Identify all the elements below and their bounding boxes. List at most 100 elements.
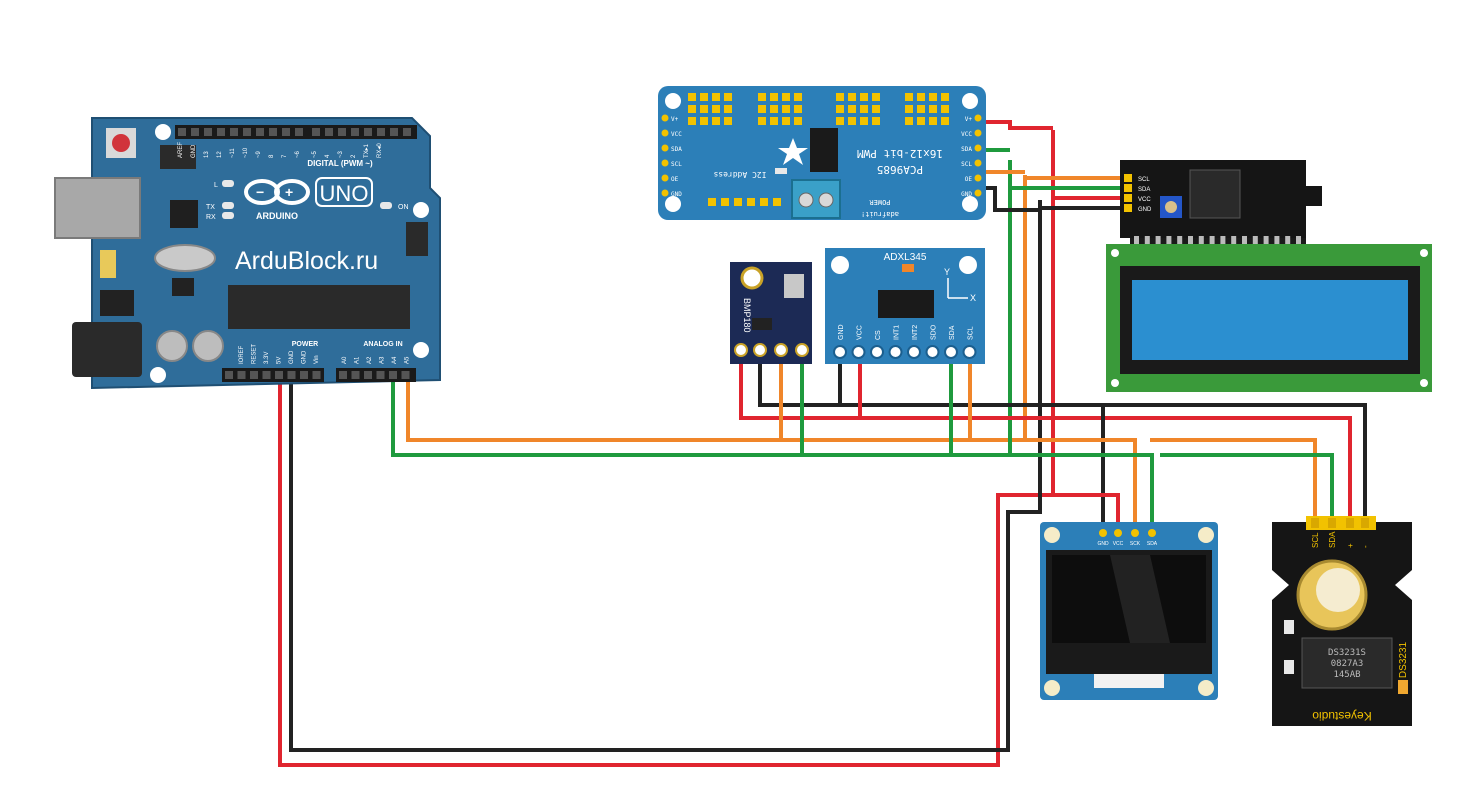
analog-pin-A3[interactable] xyxy=(376,371,385,379)
servo-pin[interactable] xyxy=(872,93,880,101)
bmp180-pin-sda[interactable] xyxy=(795,343,809,357)
servo-pin[interactable] xyxy=(917,93,925,101)
bmp180-pin-scl[interactable] xyxy=(774,343,788,357)
digital-pin-3[interactable] xyxy=(217,128,225,136)
servo-pin[interactable] xyxy=(836,117,844,125)
servo-pin[interactable] xyxy=(917,117,925,125)
servo-pin[interactable] xyxy=(770,117,778,125)
power-pin-3[interactable] xyxy=(262,371,271,379)
adxl345-pin-gnd[interactable] xyxy=(833,345,847,359)
servo-pin[interactable] xyxy=(917,105,925,113)
digital-pin-13[interactable] xyxy=(351,128,359,136)
pwm-left-pin-oe[interactable] xyxy=(661,174,669,182)
pwm-right-pin-vcc[interactable] xyxy=(974,129,982,137)
backpack-pin-gnd[interactable] xyxy=(1124,204,1132,212)
adxl345-pin-scl[interactable] xyxy=(962,345,977,359)
servo-pin[interactable] xyxy=(712,105,720,113)
power-pin-5[interactable] xyxy=(287,371,296,379)
power-pin-1[interactable] xyxy=(237,371,246,379)
pwm-left-pin-v[interactable] xyxy=(661,114,669,122)
pwm-left-pin-vcc[interactable] xyxy=(661,129,669,137)
servo-pin[interactable] xyxy=(848,105,856,113)
rtc-pin[interactable] xyxy=(1311,518,1319,528)
pwm-left-pin-scl[interactable] xyxy=(661,159,669,167)
adxl345-pin-int1[interactable] xyxy=(888,345,903,359)
servo-pin[interactable] xyxy=(712,117,720,125)
power-pin-2[interactable] xyxy=(250,371,258,379)
analog-pin-A5[interactable] xyxy=(401,371,410,379)
servo-pin[interactable] xyxy=(758,93,766,101)
servo-pin[interactable] xyxy=(872,117,880,125)
bmp180-pin-vin[interactable] xyxy=(734,343,748,357)
digital-pin-14[interactable] xyxy=(364,128,372,136)
digital-pin-16[interactable] xyxy=(390,128,398,136)
oled-pin-sda[interactable] xyxy=(1148,529,1156,537)
servo-pin[interactable] xyxy=(929,105,937,113)
analog-pin-A4[interactable] xyxy=(389,371,397,379)
pwm-right-pin-scl[interactable] xyxy=(974,159,982,167)
analog-pin-A0[interactable] xyxy=(339,371,347,379)
rtc-pin[interactable] xyxy=(1328,518,1336,528)
servo-pin[interactable] xyxy=(712,93,720,101)
digital-pin-17[interactable] xyxy=(403,128,411,136)
servo-pin[interactable] xyxy=(794,93,802,101)
servo-pin[interactable] xyxy=(782,93,790,101)
power-pin-0[interactable] xyxy=(225,371,233,379)
pwm-left-pin-gnd[interactable] xyxy=(661,189,669,197)
servo-pin[interactable] xyxy=(770,105,778,113)
digital-pin-9[interactable] xyxy=(295,128,303,136)
adxl345-pin-vcc[interactable] xyxy=(851,345,866,359)
rtc-pin[interactable] xyxy=(1361,518,1369,528)
servo-pin[interactable] xyxy=(688,93,696,101)
adxl345-pin-cs[interactable] xyxy=(870,345,884,359)
digital-pin-8[interactable] xyxy=(282,128,290,136)
servo-pin[interactable] xyxy=(758,105,766,113)
servo-pin[interactable] xyxy=(758,117,766,125)
analog-pin-A1[interactable] xyxy=(351,371,360,379)
servo-pin[interactable] xyxy=(848,93,856,101)
power-pin-4[interactable] xyxy=(275,371,283,379)
digital-pin-2[interactable] xyxy=(204,128,212,136)
servo-pin[interactable] xyxy=(905,93,913,101)
servo-pin[interactable] xyxy=(860,93,868,101)
servo-pin[interactable] xyxy=(872,105,880,113)
servo-pin[interactable] xyxy=(724,93,732,101)
servo-pin[interactable] xyxy=(929,93,937,101)
servo-pin[interactable] xyxy=(941,117,949,125)
pwm-right-pin-gnd[interactable] xyxy=(974,189,982,197)
digital-pin-15[interactable] xyxy=(377,128,385,136)
oled-pin-gnd[interactable] xyxy=(1099,529,1107,537)
servo-pin[interactable] xyxy=(836,93,844,101)
analog-pin-A2[interactable] xyxy=(364,371,372,379)
servo-pin[interactable] xyxy=(782,117,790,125)
servo-pin[interactable] xyxy=(848,117,856,125)
servo-pin[interactable] xyxy=(860,117,868,125)
adxl345-pin-int2[interactable] xyxy=(907,345,921,359)
servo-pin[interactable] xyxy=(794,117,802,125)
digital-pin-1[interactable] xyxy=(191,128,199,136)
digital-pin-4[interactable] xyxy=(230,128,238,136)
power-pin-7[interactable] xyxy=(312,371,321,379)
adxl345-pin-sdo[interactable] xyxy=(925,345,940,359)
servo-pin[interactable] xyxy=(941,105,949,113)
servo-pin[interactable] xyxy=(700,105,708,113)
servo-pin[interactable] xyxy=(905,105,913,113)
backpack-pin-sda[interactable] xyxy=(1124,184,1132,192)
servo-pin[interactable] xyxy=(688,117,696,125)
digital-pin-12[interactable] xyxy=(338,128,346,136)
servo-pin[interactable] xyxy=(700,93,708,101)
rtc-pin[interactable] xyxy=(1346,518,1354,528)
backpack-pin-scl[interactable] xyxy=(1124,174,1132,182)
servo-pin[interactable] xyxy=(905,117,913,125)
digital-pin-6[interactable] xyxy=(256,128,264,136)
power-pin-6[interactable] xyxy=(300,371,308,379)
digital-pin-7[interactable] xyxy=(269,128,277,136)
digital-pin-11[interactable] xyxy=(325,128,333,136)
oled-pin-sck[interactable] xyxy=(1131,529,1139,537)
servo-pin[interactable] xyxy=(724,117,732,125)
pwm-right-pin-sda[interactable] xyxy=(974,144,982,152)
bmp180-pin-gnd[interactable] xyxy=(753,343,767,357)
servo-pin[interactable] xyxy=(770,93,778,101)
pwm-right-pin-v[interactable] xyxy=(974,114,982,122)
backpack-pin-vcc[interactable] xyxy=(1124,194,1132,202)
